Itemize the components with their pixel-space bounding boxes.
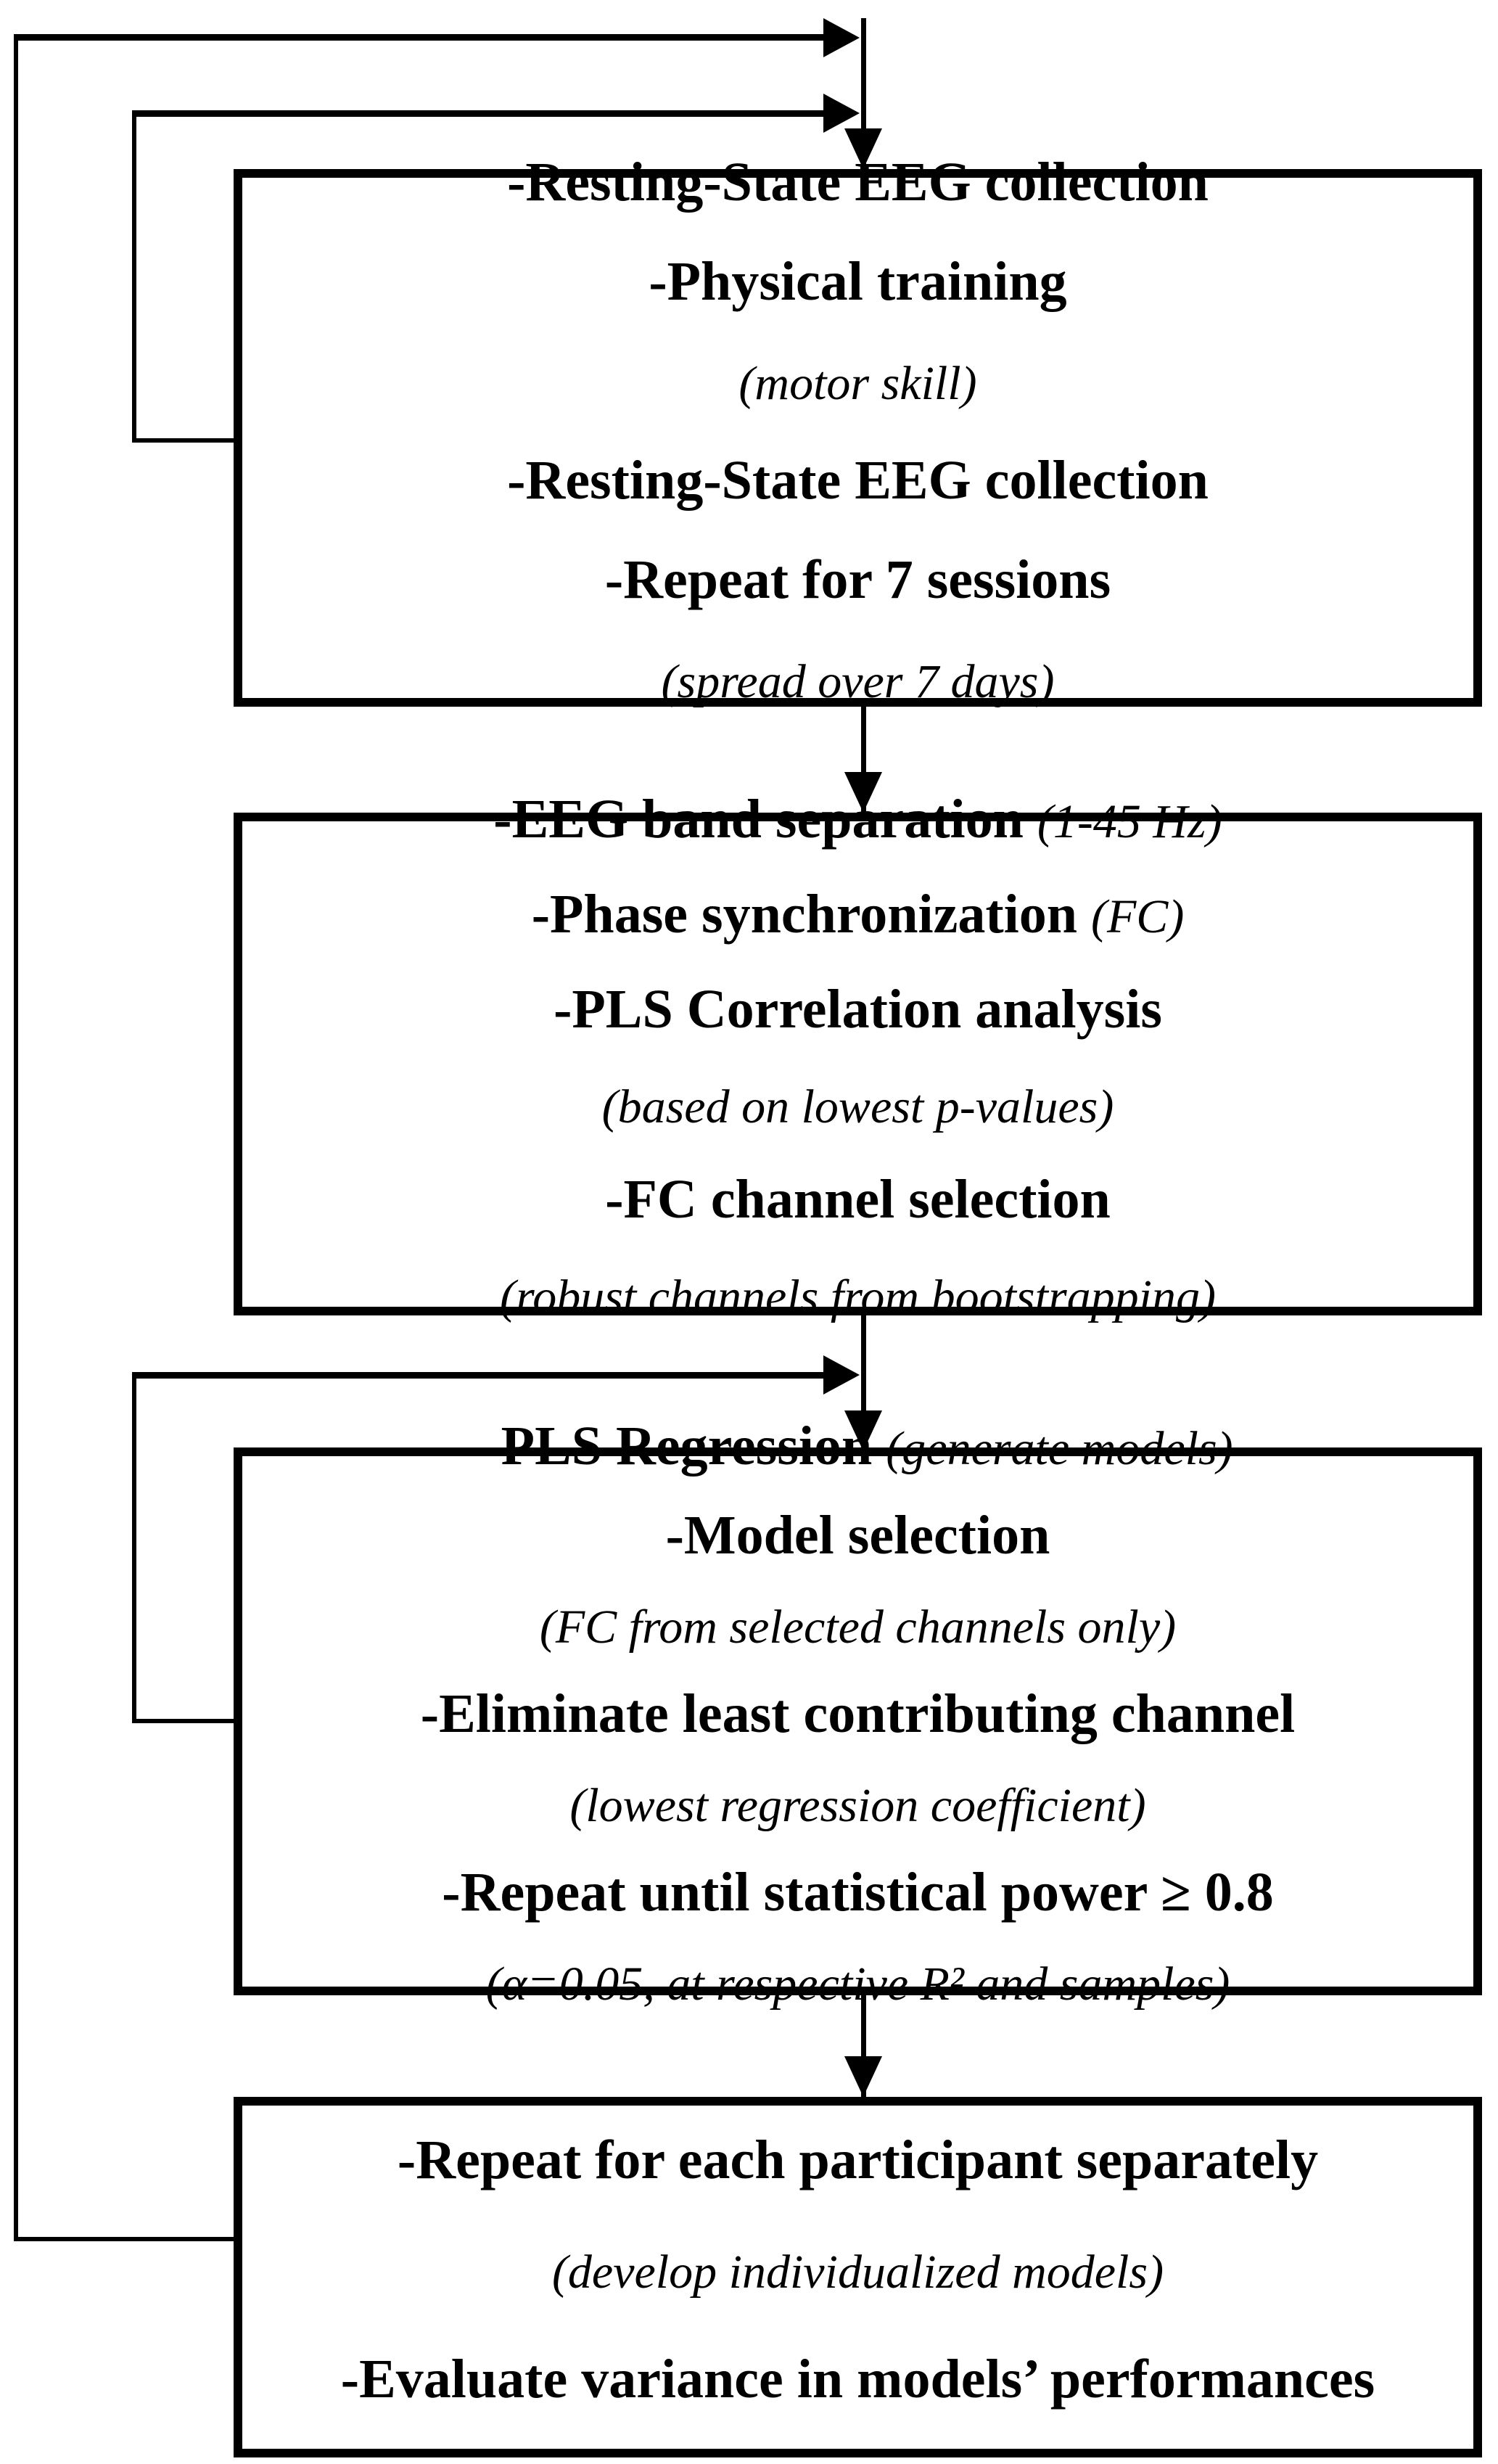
text-line: -Evaluate variance in models’ performanc… <box>340 2349 1375 2410</box>
flow-box-data-collection: -Resting-State EEG collection -Physical … <box>234 152 1482 708</box>
text-line: -PLS Correlation analysis <box>553 978 1162 1040</box>
text-line: (α=0.05, at respective R² and samples) <box>485 1958 1230 2011</box>
arrow-right-icon <box>823 94 860 133</box>
arrow-right-icon <box>823 1355 860 1395</box>
connector-box3-to-box4 <box>861 1995 866 2097</box>
loop-box1-repeat-bottom-line <box>132 438 242 443</box>
loop-box1-repeat-top-line <box>132 110 828 117</box>
text-line: -FC channel selection <box>605 1168 1111 1230</box>
connector-start-to-box1 <box>861 18 866 169</box>
text-line: -Phase synchronization (FC) <box>531 883 1185 945</box>
text-line: -Repeat until statistical power ≥ 0.8 <box>442 1862 1274 1923</box>
text-line: (lowest regression coefficient) <box>569 1779 1146 1832</box>
flow-box-regression-modeling: -PLS Regression (generate models) -Model… <box>234 1416 1482 2011</box>
flow-box-signal-analysis: -EEG band separation (1-45 Hz) -Phase sy… <box>234 789 1482 1323</box>
loop-box4-to-start-top-line <box>14 34 828 41</box>
arrow-right-icon <box>823 18 860 57</box>
loop-box3-repeat-bottom-line <box>132 1719 242 1723</box>
text-line: -Resting-State EEG collection <box>507 151 1209 213</box>
text-line: (based on lowest p-values) <box>601 1080 1114 1133</box>
connector-box2-to-box3 <box>861 1315 866 1451</box>
text-line: -EEG band separation (1-45 Hz) <box>493 788 1222 850</box>
text-line: (develop individualized models) <box>551 2246 1164 2299</box>
text-line: (robust channels from bootstrapping) <box>500 1270 1216 1323</box>
text-line: -Repeat for 7 sessions <box>604 549 1111 610</box>
arrow-down-icon <box>844 772 882 813</box>
arrow-down-icon <box>844 2056 882 2097</box>
flow-box-evaluation: -Repeat for each participant separately … <box>234 2097 1482 2457</box>
loop-box1-repeat-vertical-line <box>132 110 136 443</box>
text-line: -Repeat for each participant separately <box>397 2130 1319 2190</box>
arrow-down-icon <box>844 1410 882 1451</box>
loop-box3-repeat-vertical-line <box>132 1372 136 1723</box>
loop-box3-repeat-top-line <box>132 1372 828 1379</box>
text-line: -PLS Regression (generate models) <box>482 1416 1233 1477</box>
text-line: -Eliminate least contributing channel <box>420 1683 1296 1744</box>
connector-box1-to-box2 <box>861 707 866 813</box>
arrow-down-icon <box>844 128 882 169</box>
loop-box4-to-start-vertical-line <box>14 34 18 2241</box>
text-line: (motor skill) <box>738 356 977 410</box>
text-line: -Resting-State EEG collection <box>507 449 1209 511</box>
text-line: -Physical training <box>649 250 1067 312</box>
loop-box4-to-start-bottom-line <box>14 2237 242 2241</box>
text-line: -Model selection <box>665 1505 1050 1566</box>
text-line: (spread over 7 days) <box>661 654 1055 708</box>
text-line: (FC from selected channels only) <box>539 1601 1177 1654</box>
